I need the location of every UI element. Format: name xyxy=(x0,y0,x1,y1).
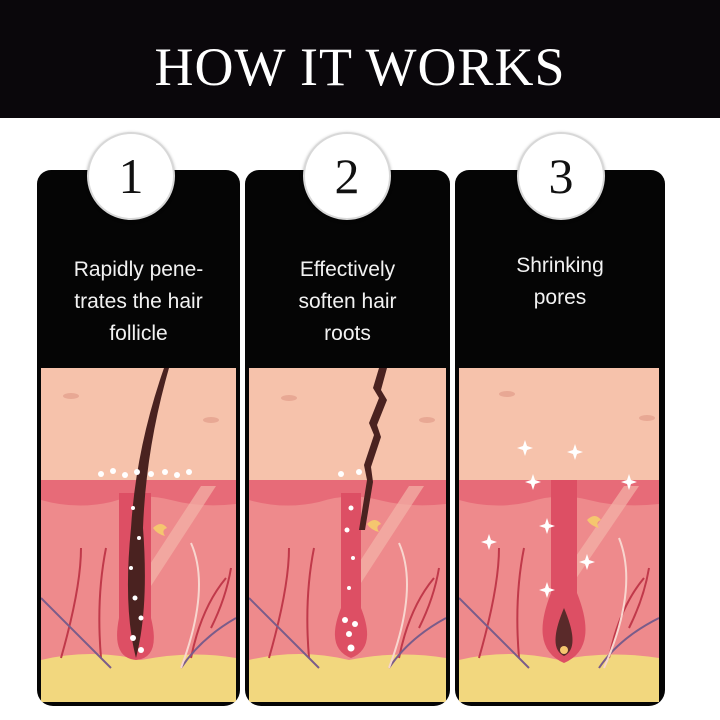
pore-shrink-illustration xyxy=(459,368,659,702)
step-number-badge-3: 3 xyxy=(517,132,605,220)
step-number-badge-2: 2 xyxy=(303,132,391,220)
page-title: HOW IT WORKS xyxy=(154,37,566,97)
step-number-badge-1: 1 xyxy=(87,132,175,220)
hair-follicle-illustration-penetrate xyxy=(41,368,236,702)
hair-follicle-illustration-soften xyxy=(249,368,446,702)
header-banner: HOW IT WORKS xyxy=(0,0,720,118)
